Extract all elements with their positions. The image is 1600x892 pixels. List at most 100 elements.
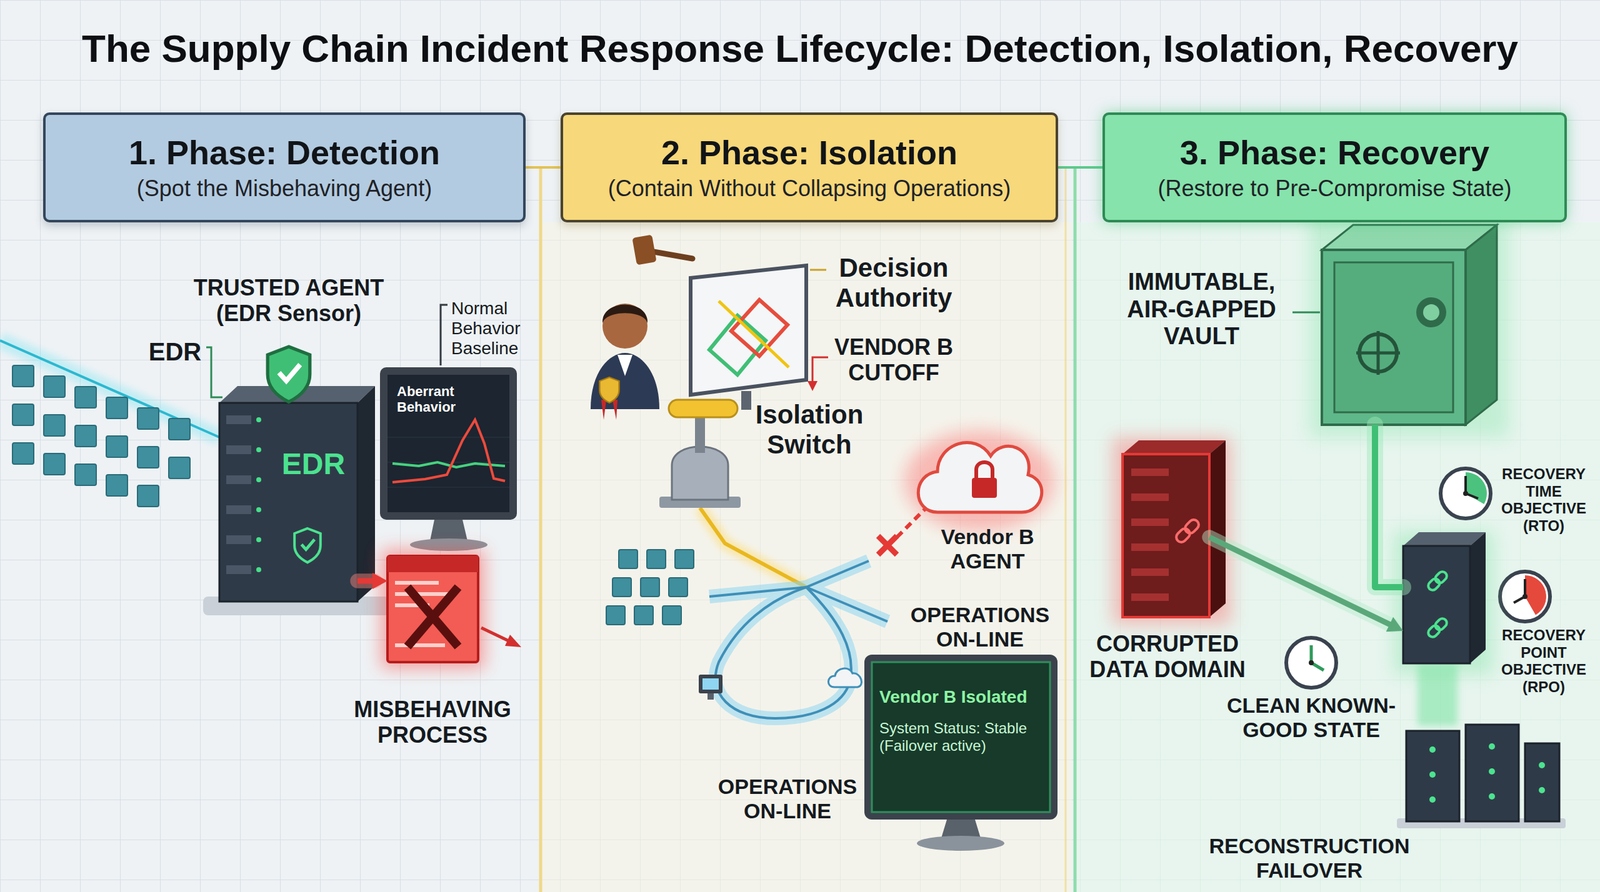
edr-server-drawing bbox=[294, 528, 321, 563]
rto-clock bbox=[1465, 472, 1487, 505]
judge-figure bbox=[599, 377, 619, 404]
monitor-drawing bbox=[387, 487, 510, 489]
vault-drawing bbox=[1309, 212, 1510, 438]
callout-label: VENDOR B CUTOFF bbox=[825, 334, 963, 387]
road-network bbox=[675, 550, 694, 569]
data-stream bbox=[75, 425, 97, 447]
status-monitor-drawing bbox=[916, 836, 1005, 852]
connector-glow bbox=[357, 573, 375, 589]
vault-drawing bbox=[1416, 297, 1447, 328]
road-network bbox=[709, 561, 888, 719]
behavior-monitor: Aberrant Behavior bbox=[387, 375, 510, 513]
corrupted-server-drawing bbox=[1131, 468, 1169, 602]
process-window-drawing bbox=[381, 550, 485, 669]
vault-drawing bbox=[1465, 225, 1497, 425]
edr-server: TRUSTED AGENT (EDR Sensor)EDR bbox=[219, 403, 358, 602]
background bbox=[1075, 222, 1600, 892]
reconstruction-drawing bbox=[1393, 531, 1494, 675]
decision-board bbox=[741, 391, 752, 410]
connector bbox=[525, 167, 561, 169]
process-window-drawing bbox=[407, 587, 459, 647]
reconstruction-drawing bbox=[1406, 725, 1560, 822]
text-holder: System Status: Stable (Failover active) bbox=[879, 720, 1044, 755]
edr-server-drawing bbox=[301, 540, 315, 550]
data-stream bbox=[43, 415, 65, 437]
panel-divider bbox=[1073, 167, 1077, 892]
connector-line bbox=[1375, 425, 1404, 588]
rpo-clock bbox=[1500, 571, 1550, 622]
monitor-drawing bbox=[392, 462, 505, 468]
status-monitor-drawing bbox=[864, 655, 1058, 820]
data-stream bbox=[12, 365, 34, 387]
decision-board bbox=[690, 265, 807, 395]
edr-server-drawing bbox=[256, 507, 262, 513]
corrupted-server-drawing bbox=[1174, 518, 1201, 545]
road-network bbox=[709, 561, 888, 719]
data-stream bbox=[75, 386, 97, 409]
corrupted-server-drawing bbox=[1112, 437, 1232, 625]
road-network bbox=[709, 561, 869, 597]
leader-line bbox=[807, 270, 829, 392]
data-stream bbox=[168, 418, 190, 440]
status-monitor-drawing bbox=[864, 655, 1058, 852]
text-holder: OPERATIONS ON-LINE bbox=[901, 603, 1059, 652]
clean-state-clock bbox=[1308, 660, 1314, 666]
vault-drawing bbox=[1423, 304, 1440, 321]
text-holder: MISBEHAVING PROCESS bbox=[338, 696, 527, 749]
leader-line bbox=[206, 347, 223, 398]
road-network bbox=[606, 606, 625, 625]
reconstruction-drawing bbox=[1429, 743, 1545, 804]
corrupted-server-drawing bbox=[1174, 526, 1192, 545]
monitor-drawing bbox=[387, 375, 510, 513]
edr-server-drawing bbox=[226, 535, 252, 545]
edr-server-drawing bbox=[226, 415, 252, 575]
reconstruction-drawing bbox=[1426, 624, 1442, 640]
judge-figure bbox=[601, 400, 607, 420]
edr-server-drawing bbox=[226, 505, 252, 515]
process-window: MISBEHAVING PROCESS bbox=[387, 556, 479, 663]
connector-glow bbox=[1375, 425, 1404, 588]
edr-server-drawing bbox=[267, 346, 310, 402]
callout-label: Decision Authority bbox=[818, 253, 969, 314]
decision-board bbox=[690, 265, 807, 410]
background bbox=[540, 222, 1072, 892]
road-network bbox=[806, 587, 888, 622]
leader-line bbox=[807, 381, 818, 392]
process-window-drawing bbox=[381, 550, 522, 669]
text-holder: Decision Authority bbox=[818, 253, 969, 314]
corrupted-server-drawing bbox=[1131, 543, 1169, 552]
edr-server-drawing bbox=[256, 537, 262, 543]
vendor-cloud: Vendor B AGENT bbox=[913, 437, 1045, 516]
edr-server-drawing bbox=[226, 415, 252, 425]
reconstruction-drawing bbox=[1525, 743, 1560, 822]
clean-state-clock bbox=[1286, 638, 1337, 689]
road-network bbox=[698, 675, 723, 694]
gavel bbox=[631, 235, 693, 266]
data-stream bbox=[106, 475, 128, 497]
leader-line bbox=[1292, 311, 1320, 314]
leader-line bbox=[206, 347, 223, 398]
panel-divider bbox=[539, 167, 543, 892]
node-label: RECONSTRUCTION FAILOVER bbox=[1203, 834, 1416, 884]
text-holder: EDR bbox=[269, 446, 358, 482]
reconstruction-drawing bbox=[1538, 787, 1545, 794]
text-holder: IMMUTABLE, AIR-GAPPED VAULT bbox=[1115, 268, 1288, 351]
connector-line bbox=[1209, 537, 1392, 626]
edr-server-drawing bbox=[267, 346, 310, 402]
corrupted-server: CORRUPTED DATA DOMAIN bbox=[1122, 454, 1210, 618]
road-network bbox=[707, 693, 714, 700]
road-network bbox=[715, 587, 852, 719]
callout-label: OPERATIONS ON-LINE bbox=[901, 603, 1059, 652]
vault-drawing bbox=[1309, 212, 1510, 438]
phase-header: 1. Phase: Detection(Spot the Misbehaving… bbox=[43, 112, 526, 223]
text-holder: Isolation Switch bbox=[737, 400, 882, 461]
phase-header: 3. Phase: Recovery(Restore to Pre-Compro… bbox=[1102, 112, 1567, 223]
node-label: MISBEHAVING PROCESS bbox=[338, 696, 527, 749]
arrow-head bbox=[1386, 617, 1404, 632]
reconstruction-drawing bbox=[1470, 532, 1486, 664]
data-stream bbox=[106, 397, 128, 419]
rto-clock bbox=[1440, 468, 1491, 519]
reconstruction-drawing bbox=[1433, 570, 1449, 585]
connector bbox=[1209, 537, 1404, 632]
